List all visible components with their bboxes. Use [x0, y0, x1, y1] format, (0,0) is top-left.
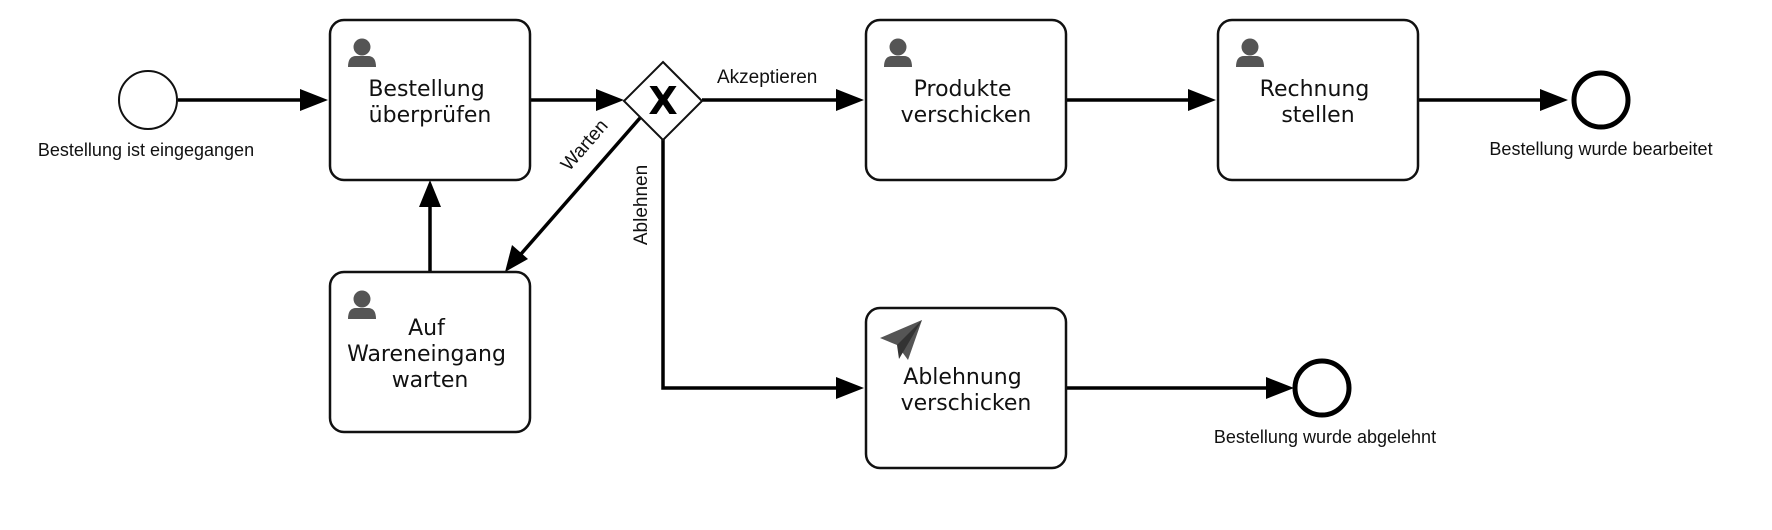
flow-label-reject: Ablehnen [631, 165, 652, 245]
send-icon [880, 320, 922, 360]
arrowhead [505, 245, 528, 272]
task-auf-wareneingang-warten[interactable]: Auf Wareneingang warten [328, 270, 532, 434]
arrowhead [836, 377, 864, 399]
arrowhead [300, 89, 328, 111]
gateway-x-icon: X [648, 79, 677, 123]
start-event[interactable] [118, 70, 178, 130]
end-event-done-label: Bestellung wurde bearbeitet [1489, 139, 1712, 159]
flow-gateway-reject[interactable] [661, 134, 836, 390]
task-label: Ablehnung verschicken [901, 365, 1032, 416]
arrowhead [836, 89, 864, 111]
start-event-label: Bestellung ist eingegangen [38, 140, 254, 160]
end-event-rejected[interactable] [1292, 358, 1352, 418]
task-bestellung-ueberpruefen[interactable]: Bestellung überprüfen [328, 18, 532, 182]
arrowhead [1188, 89, 1216, 111]
arrowhead [596, 89, 624, 111]
end-event-done[interactable] [1571, 70, 1631, 130]
exclusive-gateway[interactable]: X [622, 60, 704, 142]
end-event-rejected-label: Bestellung wurde abgelehnt [1214, 427, 1436, 447]
arrowhead [1540, 89, 1568, 111]
task-label: Produkte verschicken [901, 77, 1032, 128]
task-label: Rechnung stellen [1260, 77, 1377, 128]
task-ablehnung-verschicken[interactable]: Ablehnung verschicken [864, 306, 1068, 470]
task-label: Auf Wareneingang warten [347, 316, 513, 393]
flow-label-accept: Akzeptieren [717, 67, 817, 88]
flow-label-wait: Warten [557, 116, 613, 175]
task-produkte-verschicken[interactable]: Produkte verschicken [864, 18, 1068, 182]
sequence-flows [178, 89, 1568, 399]
flow-gateway-wait[interactable] [519, 116, 642, 256]
arrowhead [419, 180, 441, 207]
arrowhead [1266, 377, 1294, 399]
task-label: Bestellung überprüfen [368, 77, 491, 128]
task-rechnung-stellen[interactable]: Rechnung stellen [1216, 18, 1420, 182]
